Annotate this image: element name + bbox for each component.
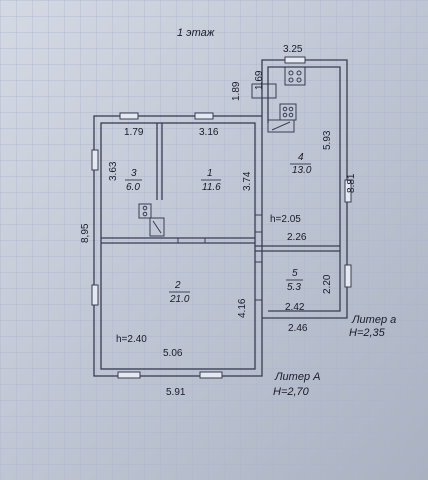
room-1-area: 11.6: [202, 182, 221, 193]
fixtures: [138, 66, 306, 237]
dim-416: 4.16: [237, 298, 248, 318]
room-1-number: 1: [207, 168, 213, 179]
heater-icon: [251, 83, 277, 99]
room-2-number: 2: [174, 280, 181, 291]
dimension-labels: 3.25 1.89 1.69 1.79 3.16 5.93 3.63 3.74 …: [80, 44, 357, 398]
dim-506: 5.06: [163, 348, 183, 359]
dim-246: 2.46: [288, 323, 308, 334]
dim-895: 8,95: [80, 223, 91, 243]
room-5-number: 5: [292, 268, 298, 279]
dim-242: 2.42: [285, 302, 305, 313]
dim-v-169: 1.69: [254, 70, 265, 90]
walls: [93, 59, 348, 377]
room-3-number: 3: [131, 168, 137, 179]
dim-881: 8.81: [346, 173, 357, 193]
dim-363: 3.63: [108, 161, 119, 181]
dim-top-325: 3.25: [283, 44, 303, 55]
sink-icon: [267, 119, 295, 133]
liter-A-name: Литер А: [274, 371, 320, 383]
liter-A-height: H=2,70: [273, 386, 310, 398]
stove-icon: [138, 203, 152, 219]
room-4-number: 4: [298, 152, 304, 163]
room-labels: 3 6.0 1 11.6 4 13.0 2 21.0 5 5.3: [125, 152, 312, 305]
dim-316: 3.16: [199, 127, 219, 138]
doors: [177, 214, 262, 301]
height-label-205: h=2.05: [270, 214, 301, 225]
dim-593: 5.93: [322, 130, 333, 150]
liter-a-height: H=2,35: [349, 327, 386, 339]
floor-title: 1 этаж: [177, 27, 215, 39]
dim-374: 3.74: [242, 171, 253, 191]
room-2-area: 21.0: [169, 294, 190, 305]
stove-icon: [284, 66, 306, 86]
liter-a-name: Литер а: [351, 314, 396, 326]
windows: [91, 56, 352, 379]
dim-179: 1.79: [124, 127, 144, 138]
room-3-area: 6.0: [126, 182, 140, 193]
liter-labels: Литер а H=2,35 Литер А H=2,70: [273, 314, 396, 398]
room-5-area: 5.3: [287, 282, 301, 293]
dim-591: 5.91: [166, 387, 186, 398]
height-label-240: h=2.40: [116, 334, 147, 345]
oven-icon: [149, 217, 165, 237]
dim-226: 2.26: [287, 232, 307, 243]
dim-v-189: 1.89: [231, 81, 242, 101]
room-4-area: 13.0: [292, 165, 312, 176]
dim-220: 2.20: [322, 274, 333, 294]
